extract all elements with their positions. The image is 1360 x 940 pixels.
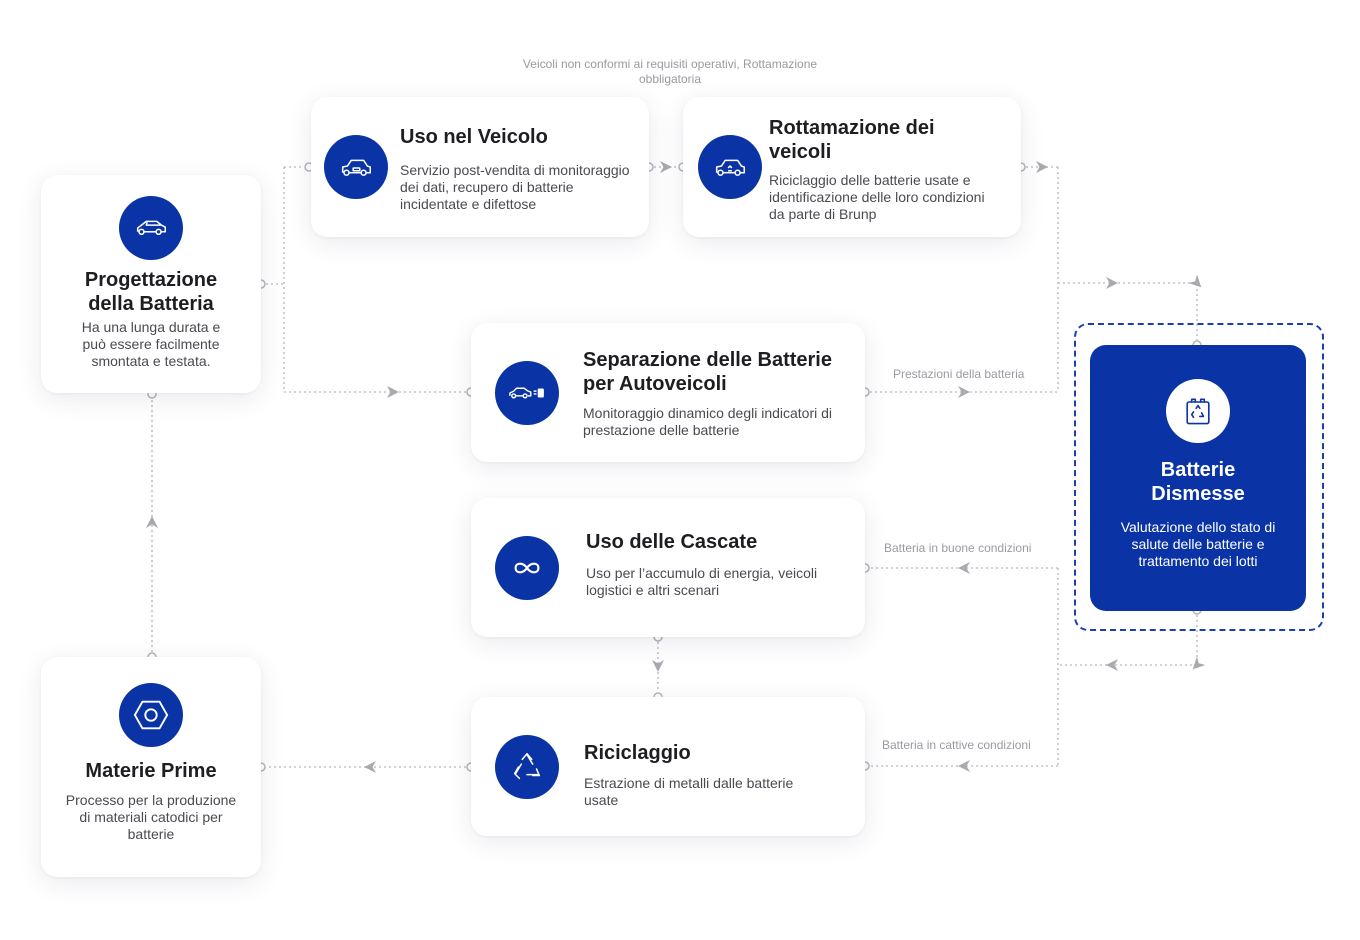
edge-dismesse-return	[1058, 615, 1206, 671]
node-separazione: Separazione delle Batterie per Autoveico…	[471, 323, 865, 462]
edge-merge-to-dismesse	[1058, 274, 1202, 340]
car-icon	[119, 196, 183, 260]
highlight-frame	[1074, 323, 1324, 631]
node-progettazione: Progettazione della Batteria Ha una lung…	[41, 175, 261, 393]
node-batterie-dismesse-title: Batterie Dismesse	[1151, 459, 1245, 505]
hexagon-nut-icon	[119, 683, 183, 747]
label-non-conformi: Veicoli non conformi ai requisiti operat…	[522, 57, 818, 86]
node-separazione-title: Separazione delle Batterie per Autoveico…	[583, 349, 832, 395]
suv-recycle-icon	[698, 135, 762, 199]
node-rottamazione-desc: Riciclaggio delle batterie usate e ident…	[769, 172, 985, 222]
node-cascate-desc: Uso per l’accumulo di energia, veicoli l…	[586, 565, 818, 598]
label-cattive-condizioni: Batteria in cattive condizioni	[882, 738, 1031, 752]
node-separazione-desc: Monitoraggio dinamico degli indicatori d…	[583, 405, 833, 438]
node-materie-prime: Materie Prime Processo per la produzione…	[41, 657, 261, 877]
node-batterie-dismesse-desc: Valutazione dello stato di salute delle …	[1120, 519, 1276, 569]
suv-battery-icon	[324, 135, 388, 199]
recycle-icon	[495, 735, 559, 799]
node-riciclaggio: Riciclaggio Estrazione di metalli dalle …	[471, 697, 865, 836]
label-buone-condizioni: Batteria in buone condizioni	[884, 541, 1032, 555]
node-riciclaggio-desc: Estrazione di metalli dalle batterie usa…	[584, 775, 794, 808]
car-battery-icon	[495, 361, 559, 425]
node-uso-veicolo: Uso nel Veicolo Servizio post-vendita di…	[311, 97, 649, 237]
node-rottamazione: Rottamazione dei veicoli Riciclaggio del…	[683, 97, 1021, 237]
node-uso-veicolo-desc: Servizio post-vendita di monitoraggio de…	[400, 162, 630, 212]
node-uso-veicolo-title: Uso nel Veicolo	[400, 126, 548, 148]
node-cascate: Uso delle Cascate Uso per l’accumulo di …	[471, 498, 865, 637]
node-materie-prime-title: Materie Prime	[85, 760, 217, 782]
node-progettazione-desc: Ha una lunga durata e può essere facilme…	[81, 319, 221, 369]
node-materie-prime-desc: Processo per la produzione di materiali …	[65, 792, 237, 842]
node-rottamazione-title: Rottamazione dei veicoli	[769, 117, 935, 163]
label-prestazioni: Prestazioni della batteria	[893, 367, 1025, 381]
node-riciclaggio-title: Riciclaggio	[584, 742, 691, 764]
battery-recycle-icon	[1166, 379, 1230, 443]
infinity-icon	[495, 536, 559, 600]
node-progettazione-title: Progettazione della Batteria	[84, 269, 218, 315]
node-cascate-title: Uso delle Cascate	[586, 531, 758, 553]
